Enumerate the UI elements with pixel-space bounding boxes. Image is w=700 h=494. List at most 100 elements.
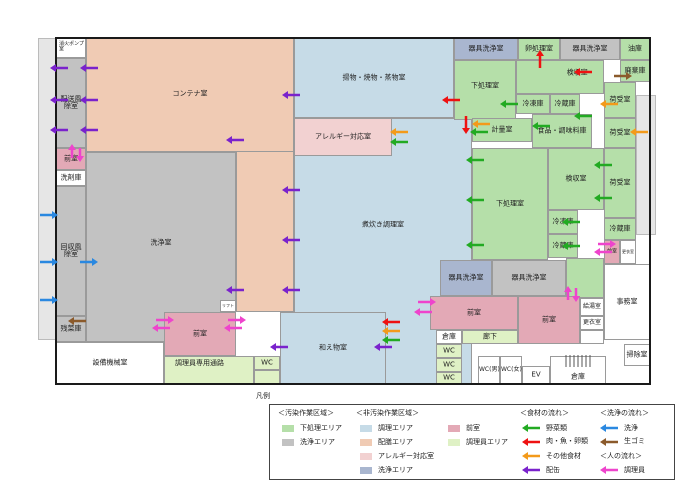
serve-arrow-b0 xyxy=(50,64,68,72)
legend-people-cook: 調理員 xyxy=(624,466,645,474)
people-arrow-g xyxy=(418,298,436,306)
label-allergy: アレルギー対応室 xyxy=(315,132,371,141)
swatch-serve xyxy=(360,439,372,446)
label-staff-passage: 調理員専用通路 xyxy=(175,359,224,367)
room-prep-lower xyxy=(566,258,604,298)
room-locker-small: 更衣室 xyxy=(620,240,636,264)
wall-right xyxy=(649,37,651,385)
label-fire-pump: 消火ポンプ室 xyxy=(59,41,84,52)
legend-title: 凡例 xyxy=(256,392,270,400)
room-weighing: 計量室 xyxy=(472,118,532,142)
clean-arrow-b xyxy=(80,258,98,266)
label-wc2: WC xyxy=(443,360,455,369)
swatch-prep xyxy=(282,425,294,432)
legend-zone-clean: ＜非汚染作業区域＞ xyxy=(356,409,419,417)
garbage-arrow-b xyxy=(614,72,632,80)
label-utensil-wash-top2: 器具洗浄室 xyxy=(572,44,608,53)
swatch-staff xyxy=(448,439,460,446)
room-staff-passage: 調理員専用通路 xyxy=(164,356,254,384)
meat-arrow-d xyxy=(462,116,470,134)
label-vestibule1: 荷受室 xyxy=(609,95,631,104)
label-utensil-wash-top1: 器具洗浄室 xyxy=(468,44,504,53)
room-wc2: WC xyxy=(436,358,462,372)
legend-food-other: その他食材 xyxy=(546,452,581,460)
other-arrow-a xyxy=(600,100,618,108)
stairs-icon xyxy=(565,355,591,367)
label-locker-small: 更衣室 xyxy=(622,249,634,254)
label-container: コンテナ室 xyxy=(172,89,208,98)
label-fridge-right: 冷蔵庫 xyxy=(609,224,631,233)
label-hot-water: 給湯室 xyxy=(582,303,602,310)
label-rice-cooking: 煮炊き調理室 xyxy=(362,220,404,229)
legend-wash-flow: ＜洗浄の流れ＞ xyxy=(600,409,649,417)
legend-arrow-serve xyxy=(522,466,540,474)
label-fried-steamed: 揚物・焼物・蒸物室 xyxy=(342,73,406,82)
label-food-storage: 食品・調味料庫 xyxy=(537,126,587,135)
label-prep-mid: 下処理室 xyxy=(496,199,524,208)
label-storage-bottom: 倉庫 xyxy=(571,372,585,381)
serve-arrow-b2 xyxy=(50,126,68,134)
legend-arrow-veg xyxy=(522,424,540,432)
legend-zone-dirty: ＜汚染作業区域＞ xyxy=(278,409,334,417)
label-residue: 残菜庫 xyxy=(60,324,82,333)
label-fridge-top: 冷蔵庫 xyxy=(554,99,576,108)
room-wash: 洗浄室 xyxy=(86,152,236,342)
serve-arrow-b1 xyxy=(50,96,68,104)
wall-top xyxy=(56,37,650,39)
wall-left xyxy=(55,37,57,385)
room-fridge-top: 冷蔵庫 xyxy=(550,94,580,114)
serve-arrow-1 xyxy=(80,96,98,104)
people-arrow-f xyxy=(224,324,242,332)
veg-arrow-d xyxy=(562,242,580,250)
legend-people-flow: ＜人の流れ＞ xyxy=(600,452,642,460)
legend-arrow-people xyxy=(600,466,618,474)
legend-arrow-garbage xyxy=(600,438,618,446)
meat-arrow-a xyxy=(536,50,544,68)
label-storage-wc: 倉庫 xyxy=(442,332,456,341)
wall-bottom xyxy=(56,383,650,385)
veg-arrow-f xyxy=(532,122,550,130)
room-food-storage: 食品・調味料庫 xyxy=(532,114,592,148)
room-freezer-top: 冷凍庫 xyxy=(516,94,550,114)
room-anteroom-mid: 前室 xyxy=(430,296,518,330)
label-wash: 洗浄室 xyxy=(150,238,172,247)
people-arrow-j xyxy=(572,288,580,302)
room-office: 事務室 xyxy=(604,264,650,340)
legend-food-veg: 野菜類 xyxy=(546,424,567,432)
room-utensil-wash-mid2: 器具洗浄室 xyxy=(492,260,566,296)
serve-arrow-d2 xyxy=(282,286,300,294)
label-egg-prep: 卵処理室 xyxy=(525,44,553,53)
people-arrow-h xyxy=(414,308,432,316)
right-annex xyxy=(636,95,656,235)
meat-arrow-b xyxy=(574,68,592,76)
clean-arrow-0 xyxy=(40,211,58,219)
label-cleaning: 掃除室 xyxy=(626,350,648,359)
room-anteroom-right: 前室 xyxy=(518,296,580,344)
label-inspection-mid: 検収室 xyxy=(565,174,587,183)
room-container-lower xyxy=(236,152,294,312)
veg-arrow-j xyxy=(382,336,400,344)
legend-food-meat: 肉・魚・卵類 xyxy=(546,437,588,445)
label-wc-f: WC(女) xyxy=(501,366,522,373)
room-inspection-mid: 検収室 xyxy=(548,148,604,210)
veg-arrow-b0 xyxy=(594,161,612,169)
label-office: 事務室 xyxy=(616,297,638,306)
veg-arrow-b1 xyxy=(594,194,612,202)
label-vestibule2: 荷受室 xyxy=(609,128,631,137)
room-fridge-right: 冷蔵庫 xyxy=(604,218,636,240)
label-freezer-top: 冷凍庫 xyxy=(522,99,544,108)
label-corridor: 廊下 xyxy=(483,332,497,341)
label-lift: リフト xyxy=(222,303,234,308)
label-vestibule3: 荷受室 xyxy=(609,178,631,187)
legend-wash-garbage: 生ゴミ xyxy=(624,437,645,445)
label-salad: 和え物室 xyxy=(319,343,347,352)
legend-arrow-other xyxy=(522,452,540,460)
label-disinfectant: 洗剤庫 xyxy=(60,173,82,182)
legend-arrows xyxy=(522,424,618,474)
label-wc3: WC xyxy=(443,373,455,382)
label-wc-bottom: WC xyxy=(261,358,273,367)
legend-item-allergy: アレルギー対応室 xyxy=(378,452,434,460)
flow-arrows xyxy=(40,50,648,351)
label-anteroom-left: 前室 xyxy=(64,154,78,163)
